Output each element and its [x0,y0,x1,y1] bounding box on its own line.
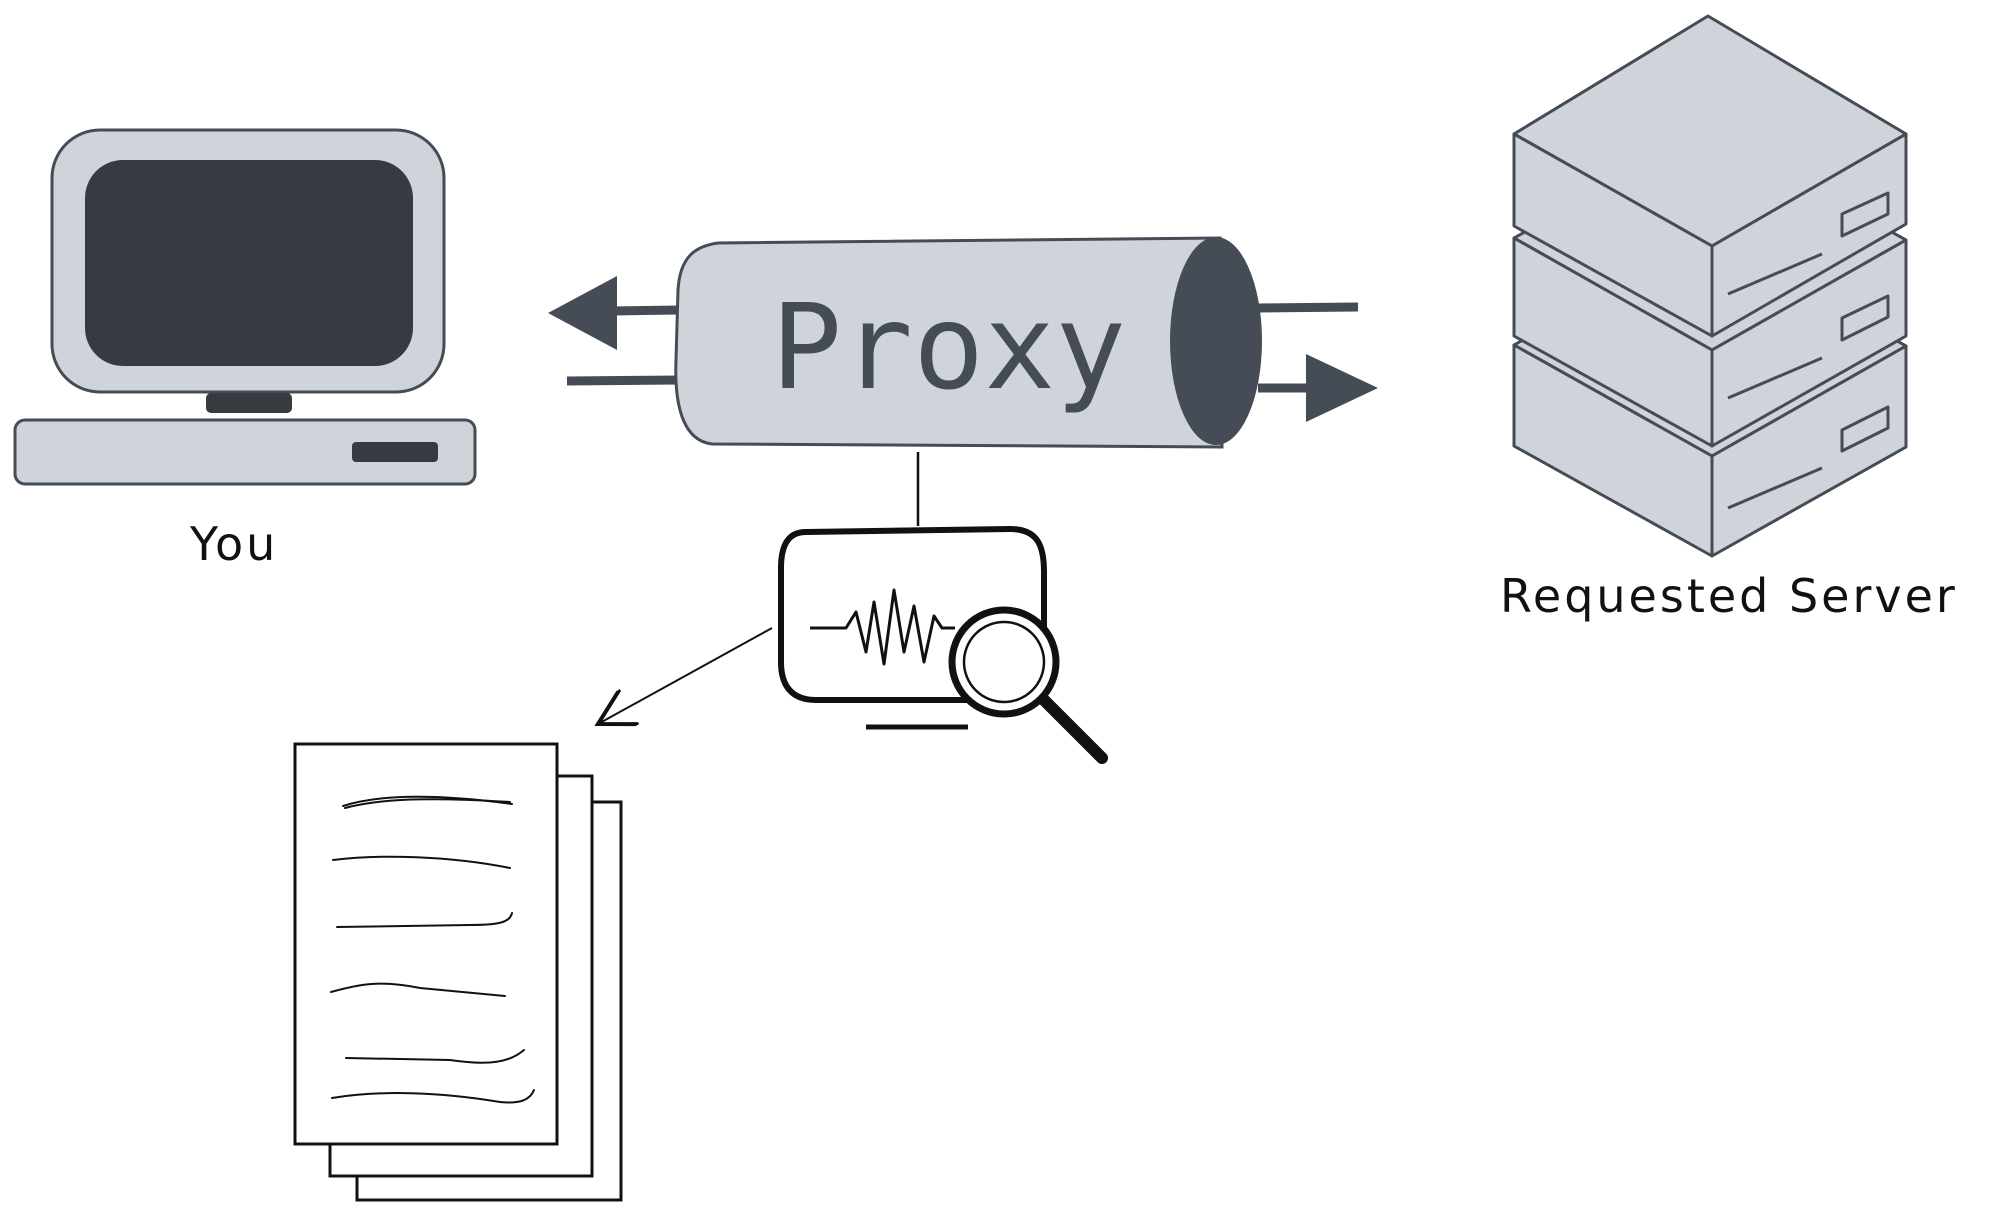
client-label: You [189,517,278,571]
monitor-screen [85,160,413,366]
computer-icon [13,128,477,486]
server-stack-icon [1512,14,1908,558]
document-front [293,742,559,1146]
drive-slot [352,442,438,462]
computer-base [13,418,477,486]
response-arrow-left [548,276,681,350]
log-output-arrow [598,627,773,724]
magnifying-glass-icon [948,606,1108,764]
server-label: Requested Server [1500,569,1958,623]
document-lines [330,795,535,1104]
pipe-end [1170,237,1262,445]
pipe-body [674,236,1224,449]
server-unit-top [1512,14,1908,338]
waveform [810,588,955,666]
document-stack-icon [293,742,623,1202]
request-line-left [566,375,681,386]
proxy-label: Proxy [771,278,1126,416]
request-line-right [1257,302,1359,313]
proxy-pipe-icon: Proxy [548,236,1378,449]
monitor-stand [206,393,292,413]
request-arrow-right [1258,354,1378,422]
